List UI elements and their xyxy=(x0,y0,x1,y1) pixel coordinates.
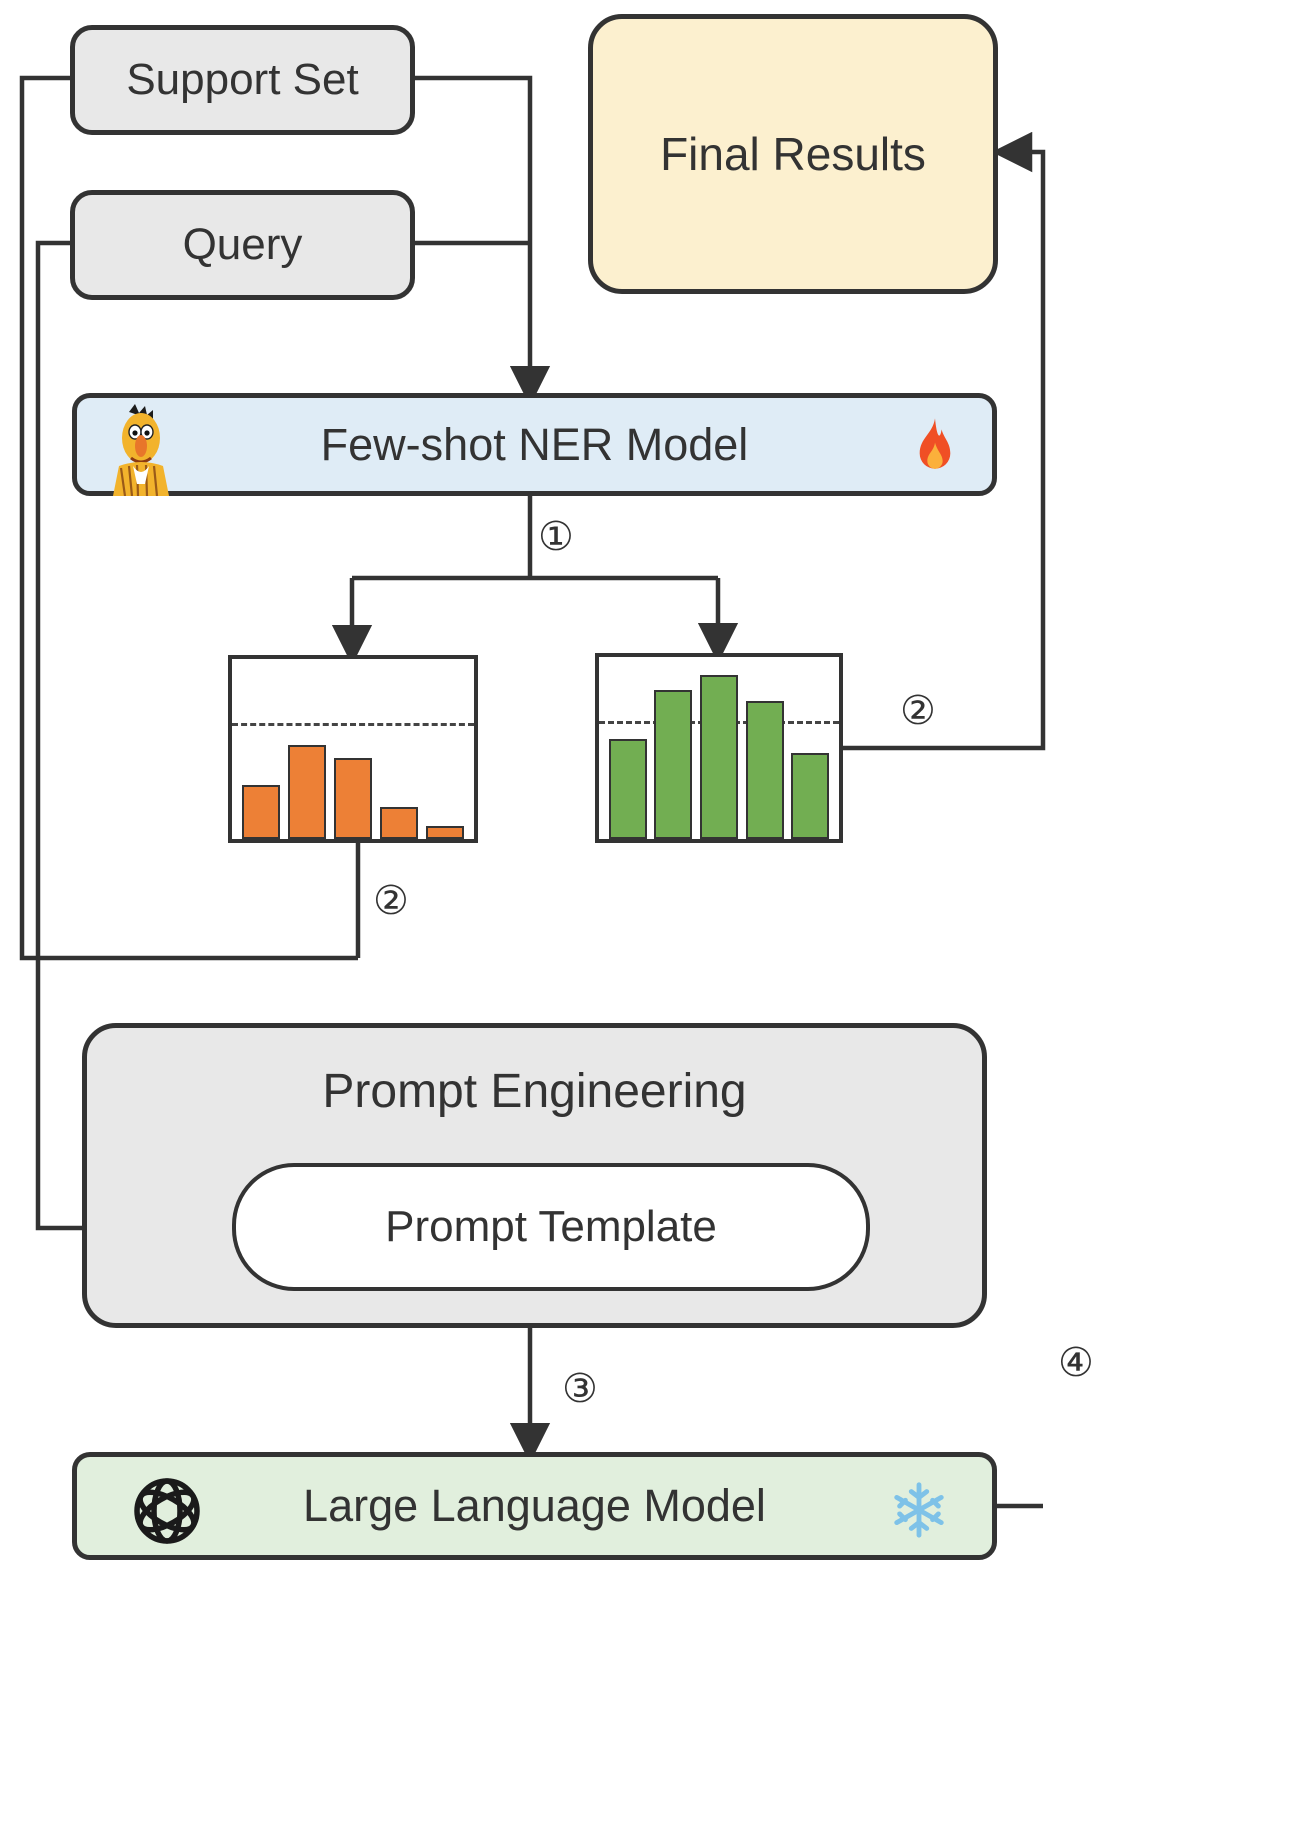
openai-logo-icon xyxy=(134,1478,200,1544)
high-confidence-bars xyxy=(599,657,839,839)
bar xyxy=(380,806,418,839)
prompt-engineering-node[interactable]: Prompt Engineering Prompt Template xyxy=(82,1023,987,1328)
snowflake-icon xyxy=(894,1482,944,1538)
high-confidence-chart xyxy=(595,653,843,843)
low-confidence-threshold xyxy=(232,722,474,726)
llm-label: Large Language Model xyxy=(303,1480,766,1531)
bar xyxy=(242,785,280,839)
query-label: Query xyxy=(182,220,303,269)
fire-icon xyxy=(919,418,951,469)
final-results-node[interactable]: Final Results xyxy=(588,14,998,294)
final-results-label: Final Results xyxy=(660,128,926,180)
bar xyxy=(791,753,830,839)
prompt-template-node[interactable]: Prompt Template xyxy=(232,1163,870,1291)
high-confidence-plot xyxy=(599,657,839,839)
low-confidence-chart xyxy=(228,655,478,843)
few-shot-ner-model-node[interactable]: Few-shot NER Model xyxy=(72,393,997,496)
support-set-node[interactable]: Support Set xyxy=(70,25,415,135)
bar xyxy=(334,758,372,839)
large-language-model-node[interactable]: Large Language Model xyxy=(72,1452,997,1560)
edge-marker-3: ③ xyxy=(562,1366,598,1412)
edge-marker-4: ④ xyxy=(1058,1340,1094,1386)
bert-icon xyxy=(113,404,169,496)
bar xyxy=(608,738,647,839)
support-set-label: Support Set xyxy=(126,55,359,104)
bar xyxy=(699,675,738,839)
ner-model-label: Few-shot NER Model xyxy=(320,418,749,470)
prompt-engineering-label: Prompt Engineering xyxy=(322,1065,747,1118)
bar xyxy=(426,826,464,839)
edge-marker-2b: ② xyxy=(900,688,936,734)
low-confidence-plot xyxy=(232,659,474,839)
prompt-template-label: Prompt Template xyxy=(385,1202,717,1251)
edge-support-to-ner xyxy=(415,75,551,407)
bar xyxy=(288,745,326,839)
edge-marker-1: ① xyxy=(538,514,574,560)
low-confidence-bars xyxy=(232,659,474,839)
edge-marker-2a: ② xyxy=(373,878,409,924)
bar xyxy=(654,689,693,839)
bar xyxy=(745,700,784,839)
query-node[interactable]: Query xyxy=(70,190,415,300)
